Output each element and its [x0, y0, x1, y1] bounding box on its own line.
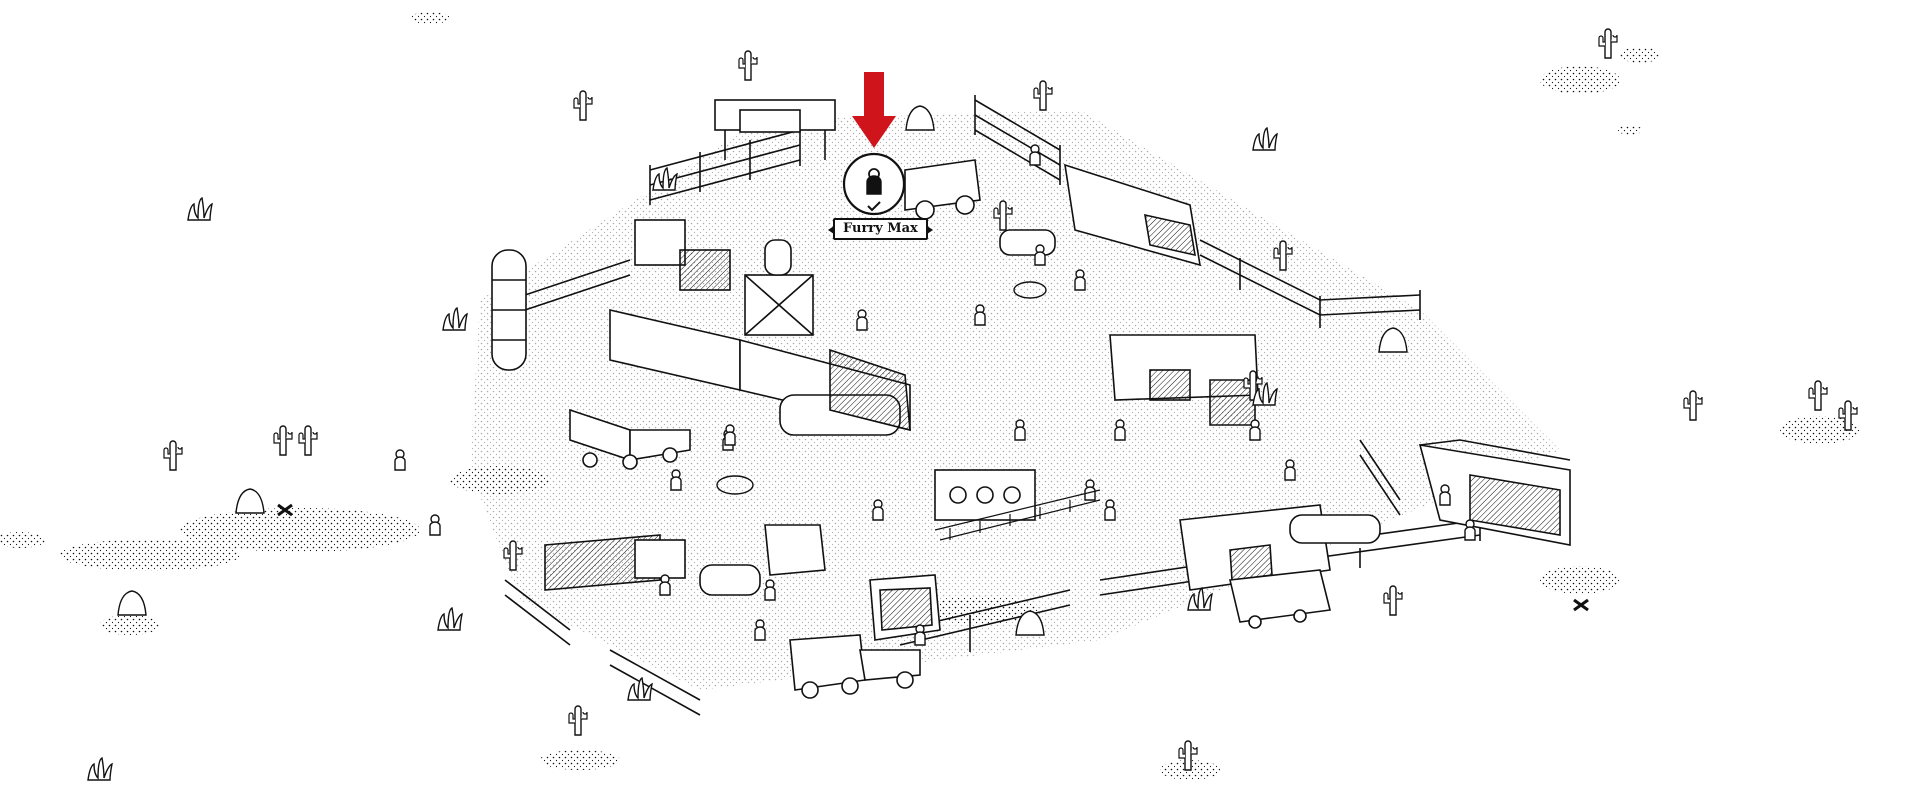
character-icon [866, 168, 882, 195]
ground-patches [0, 12, 1860, 780]
rails [934, 489, 1101, 541]
campfire [716, 281, 1047, 495]
found-character-marker[interactable] [838, 152, 910, 236]
check-icon [867, 201, 881, 212]
down-arrow-icon [852, 72, 896, 148]
x-marks [277, 503, 1589, 612]
character-name-label: Furry Max [828, 218, 933, 240]
buildings [491, 99, 1571, 699]
fence-posts [649, 95, 1481, 652]
